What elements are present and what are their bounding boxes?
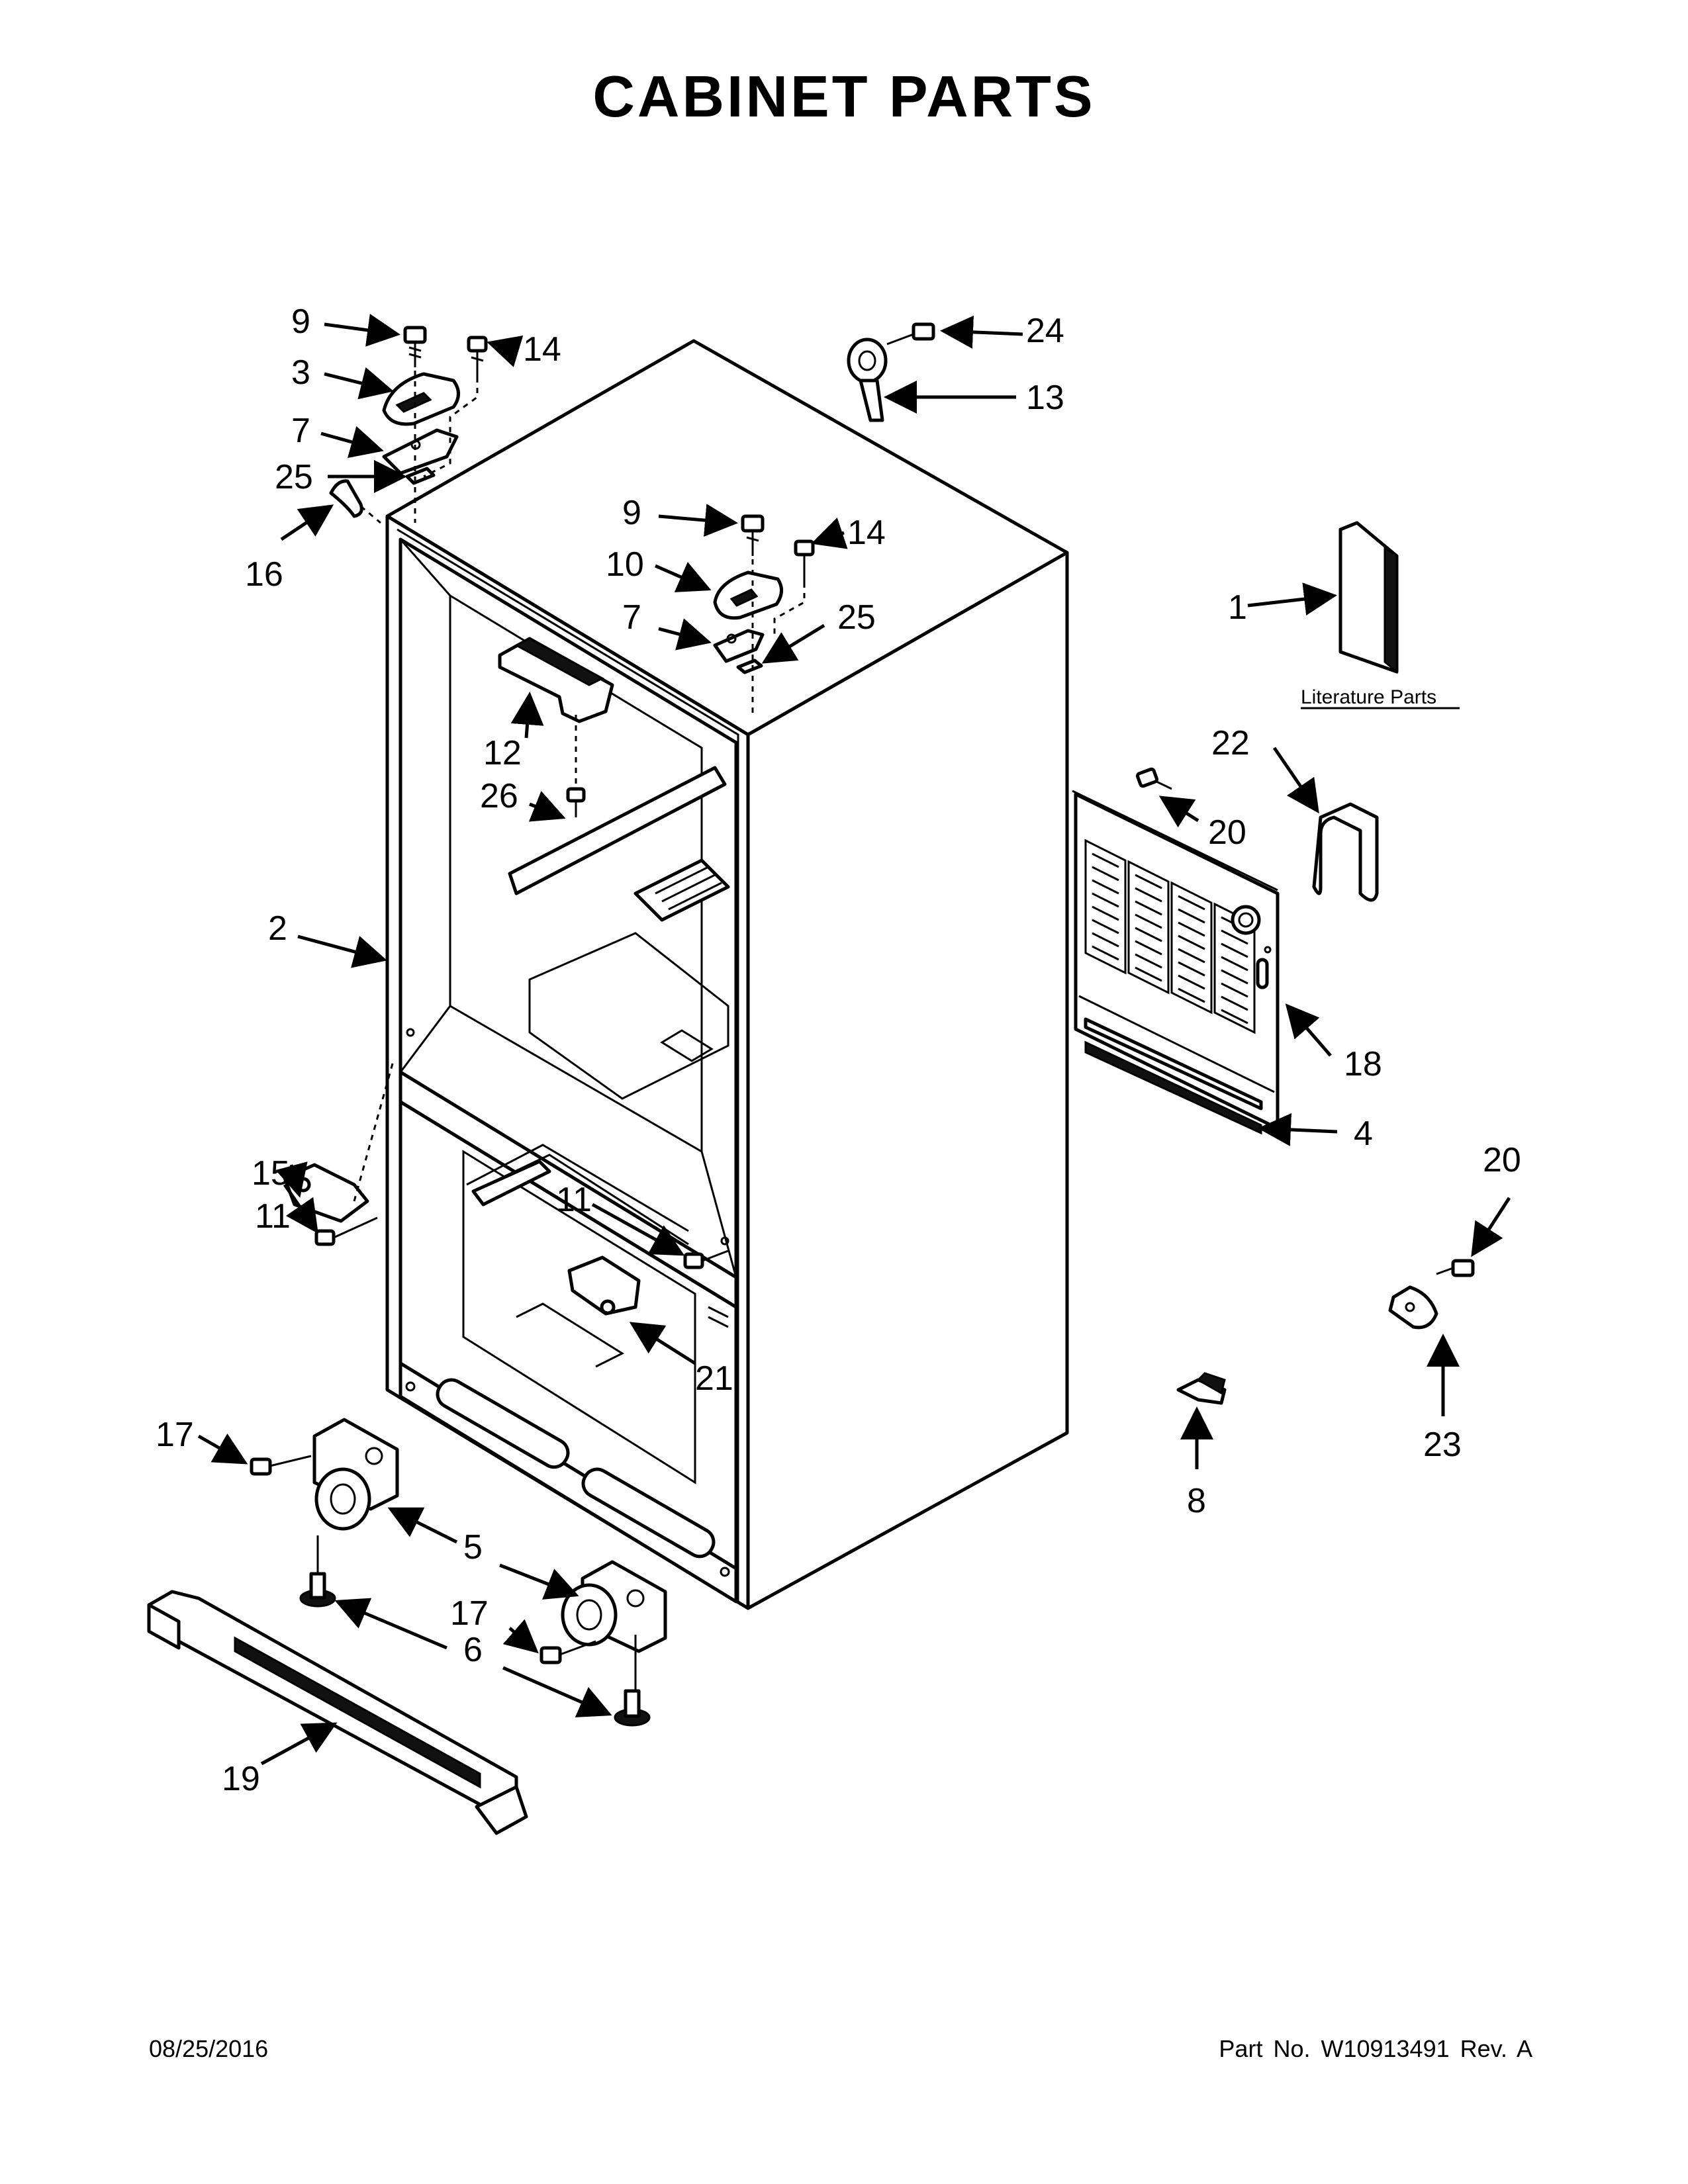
callout-14-right: 14	[847, 514, 886, 552]
callout-9-right: 9	[622, 494, 641, 532]
clip-8	[1176, 1372, 1227, 1405]
callout-26: 26	[480, 777, 518, 815]
callout-15: 15	[252, 1154, 290, 1193]
callout-2: 2	[268, 909, 287, 948]
callout-3: 3	[291, 353, 310, 392]
callout-12: 12	[483, 734, 522, 772]
callout-8: 8	[1187, 1482, 1206, 1520]
callout-14-left: 14	[523, 330, 561, 369]
footer-part-number: Part No. W10913491 Rev. A	[1219, 2035, 1532, 2062]
callout-13: 13	[1026, 379, 1064, 417]
callout-24: 24	[1026, 312, 1064, 350]
callout-6: 6	[463, 1631, 483, 1669]
literature-parts-booklet	[1338, 521, 1399, 674]
screw-20-upper	[1135, 767, 1172, 790]
callout-7-left: 7	[291, 412, 310, 450]
callout-leader-lines	[197, 314, 1511, 1766]
top-hinge-right-assembly	[713, 514, 815, 715]
lower-bracket-right	[567, 1250, 729, 1316]
clamp-assembly-23	[1388, 1259, 1475, 1330]
callout-22: 22	[1211, 724, 1250, 762]
top-hinge-left-assembly	[329, 326, 488, 524]
callout-labels: 9 14 3 7 25 16 2 12 26 9 14 10 7 25 24 1…	[156, 302, 1521, 1798]
callout-25-right: 25	[837, 598, 876, 637]
callout-11-middle: 11	[556, 1181, 592, 1219]
callout-10: 10	[606, 545, 644, 584]
callout-9-left: 9	[291, 302, 310, 341]
vent-grille-graphic	[633, 858, 730, 922]
callout-25-left: 25	[275, 458, 313, 496]
callout-20-upper: 20	[1208, 813, 1246, 852]
callout-4: 4	[1354, 1115, 1373, 1153]
callout-23: 23	[1423, 1426, 1462, 1464]
callout-17-right: 17	[450, 1594, 489, 1633]
callout-7-right: 7	[622, 598, 641, 637]
clip-22	[1312, 802, 1379, 902]
callout-21: 21	[695, 1359, 733, 1398]
rear-access-cover	[1072, 790, 1280, 1130]
callout-11-left: 11	[255, 1197, 291, 1236]
callout-5: 5	[463, 1528, 483, 1567]
dispenser-bracket-assembly	[498, 637, 614, 817]
callout-18: 18	[1344, 1045, 1382, 1083]
callout-16: 16	[245, 555, 283, 594]
lower-bracket-left	[283, 1058, 395, 1246]
footer-date: 08/25/2016	[149, 2035, 269, 2062]
component-13-assembly	[847, 322, 935, 422]
callout-20-lower: 20	[1483, 1141, 1521, 1179]
page-title: CABINET PARTS	[592, 64, 1096, 129]
roller-assembly-right	[539, 1560, 667, 1727]
seal-strip	[1084, 1017, 1263, 1135]
literature-parts-label: Literature Parts	[1301, 686, 1436, 708]
callout-17-left: 17	[156, 1416, 194, 1454]
callout-1: 1	[1228, 588, 1247, 627]
refrigerator-cabinet	[385, 339, 1069, 1610]
roller-assembly-left	[250, 1418, 399, 1608]
base-grille	[147, 1590, 528, 1835]
callout-19: 19	[222, 1760, 260, 1798]
